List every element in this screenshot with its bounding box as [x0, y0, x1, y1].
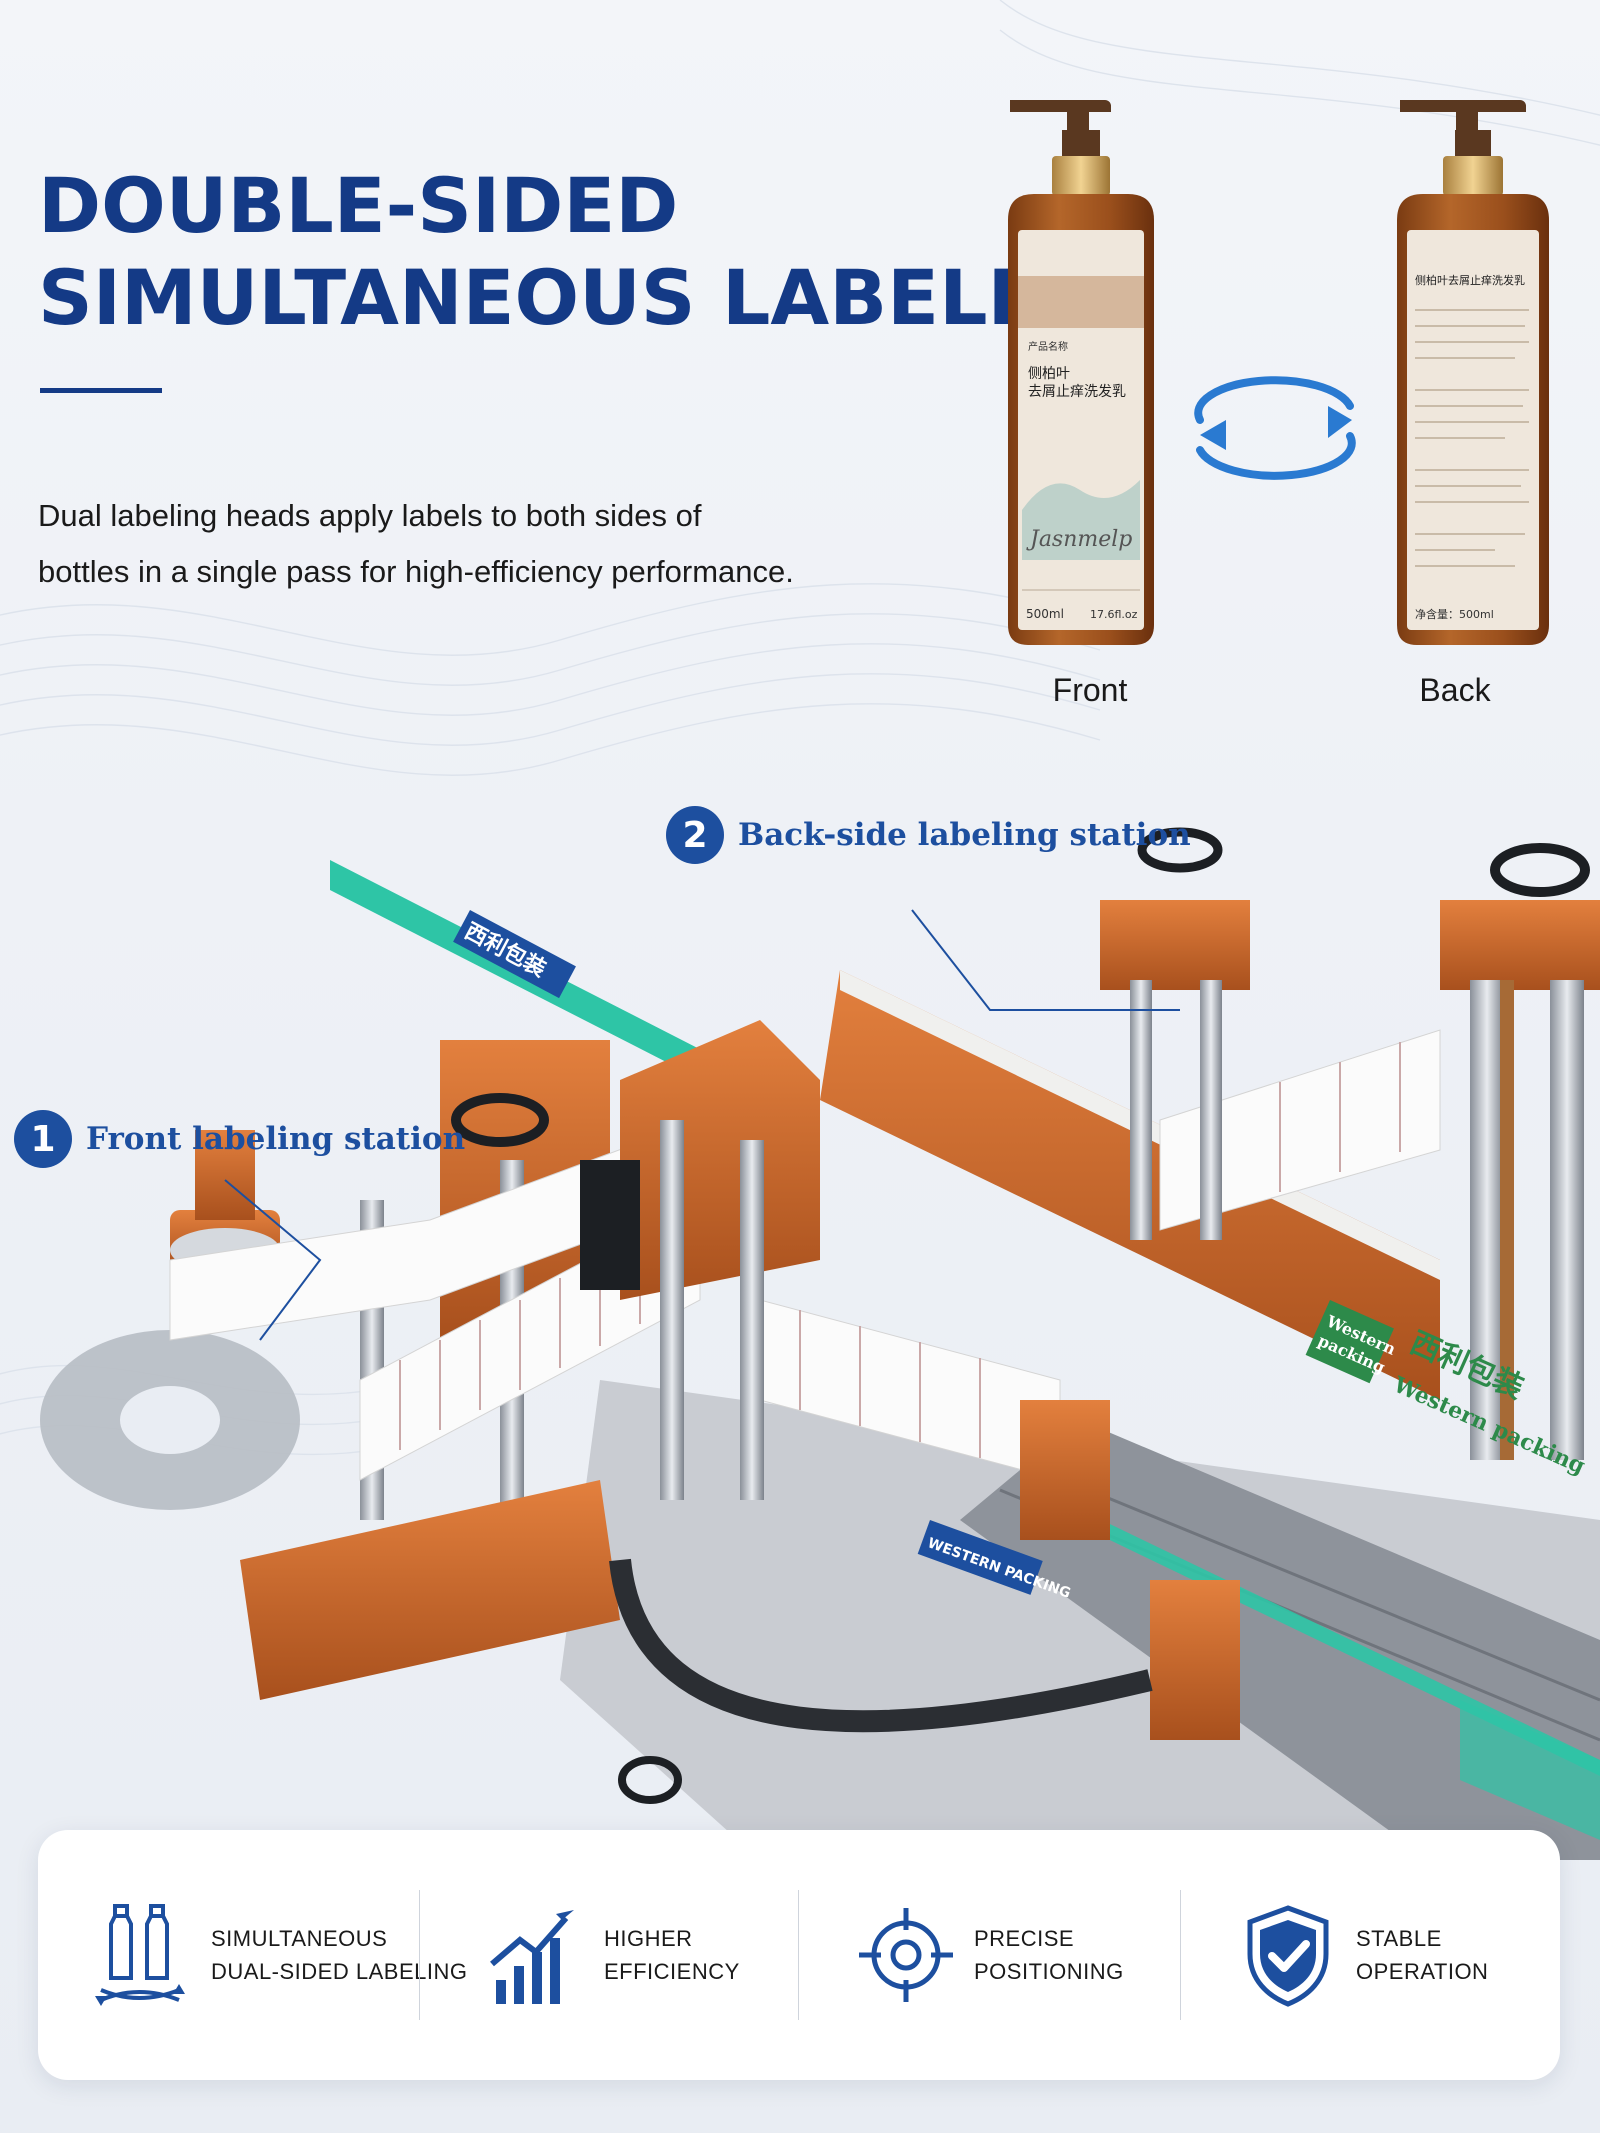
features-card: SIMULTANEOUS DUAL-SIDED LABELING HIGHER …	[38, 1830, 1560, 2080]
feature-2-line-2: EFFICIENCY	[604, 1959, 740, 1984]
front-bottle: 产品名称 侧柏叶 去屑止痒洗发乳 Jasnmelp 500ml 17.6fl.o…	[1008, 100, 1154, 645]
callout-text-back: Back-side labeling station	[738, 817, 1191, 853]
feature-4-line-2: OPERATION	[1356, 1959, 1489, 1984]
back-label-name: 侧柏叶去屑止痒洗发乳	[1415, 273, 1525, 287]
feature-3-line-2: POSITIONING	[974, 1959, 1124, 1984]
feature-2-line-1: HIGHER	[604, 1926, 693, 1951]
feature-divider-1	[419, 1890, 420, 2020]
svg-text:产品名称: 产品名称	[1028, 340, 1068, 353]
title-line-2: SIMULTANEOUS LABELING	[38, 253, 1142, 342]
feature-1-line-2: DUAL-SIDED LABELING	[211, 1959, 468, 1984]
front-label-oz: 17.6fl.oz	[1090, 608, 1138, 621]
callout-number-1: 1	[14, 1110, 72, 1168]
front-label-name-2: 去屑止痒洗发乳	[1028, 384, 1126, 400]
target-icon	[859, 1908, 953, 2002]
feature-positioning: PRECISE POSITIONING	[856, 1830, 1124, 2080]
callout-front-station: 1 Front labeling station	[14, 1110, 465, 1168]
growth-chart-icon	[490, 1910, 574, 2004]
feature-4-line-1: STABLE	[1356, 1926, 1442, 1951]
front-leader-line	[224, 1179, 322, 1341]
back-caption: Back	[1419, 672, 1491, 708]
front-label-script: Jasnmelp	[1026, 527, 1132, 552]
bottles-illustration: 产品名称 侧柏叶 去屑止痒洗发乳 Jasnmelp 500ml 17.6fl.o…	[1008, 100, 1549, 645]
brand-plate-green: Western packing 西利包装 Western packing	[1305, 1300, 1589, 1480]
title-underline	[40, 388, 162, 393]
feature-3-line-1: PRECISE	[974, 1926, 1075, 1951]
back-leader-line	[911, 909, 1180, 1011]
front-label-name-1: 侧柏叶	[1028, 366, 1070, 382]
feature-divider-2	[798, 1890, 799, 2020]
bottle-comparison: 产品名称 侧柏叶 去屑止痒洗发乳 Jasnmelp 500ml 17.6fl.o…	[990, 90, 1580, 730]
callout-back-station: 2 Back-side labeling station	[666, 806, 1191, 864]
description-text: Dual labeling heads apply labels to both…	[38, 488, 958, 600]
description-line-2: bottles in a single pass for high-effici…	[38, 554, 794, 589]
title-line-1: DOUBLE-SIDED	[38, 161, 679, 250]
back-label-net: 净含量：500ml	[1415, 607, 1494, 621]
front-caption: Front	[1052, 672, 1128, 708]
rotate-arrows-icon	[1194, 376, 1356, 480]
shield-check-icon	[1247, 1905, 1329, 2007]
callout-number-2: 2	[666, 806, 724, 864]
back-bottle: 侧柏叶去屑止痒洗发乳 净含量：500ml	[1397, 100, 1549, 645]
callout-text-front: Front labeling station	[86, 1121, 466, 1157]
labeling-machine-illustration: Western packing 西利包装 Western packing 西利包…	[40, 827, 1600, 1860]
feature-1-line-1: SIMULTANEOUS	[211, 1926, 388, 1951]
feature-divider-3	[1180, 1890, 1181, 2020]
feature-stable: STABLE OPERATION	[1238, 1830, 1488, 2080]
feature-dual-sided: SIMULTANEOUS DUAL-SIDED LABELING	[93, 1830, 467, 2080]
front-label-volume: 500ml	[1026, 607, 1064, 621]
dual-bottle-icon	[95, 1904, 185, 2006]
page-title: DOUBLE-SIDED SIMULTANEOUS LABELING	[38, 160, 1142, 344]
description-line-1: Dual labeling heads apply labels to both…	[38, 498, 702, 533]
feature-efficiency: HIGHER EFFICIENCY	[486, 1830, 740, 2080]
